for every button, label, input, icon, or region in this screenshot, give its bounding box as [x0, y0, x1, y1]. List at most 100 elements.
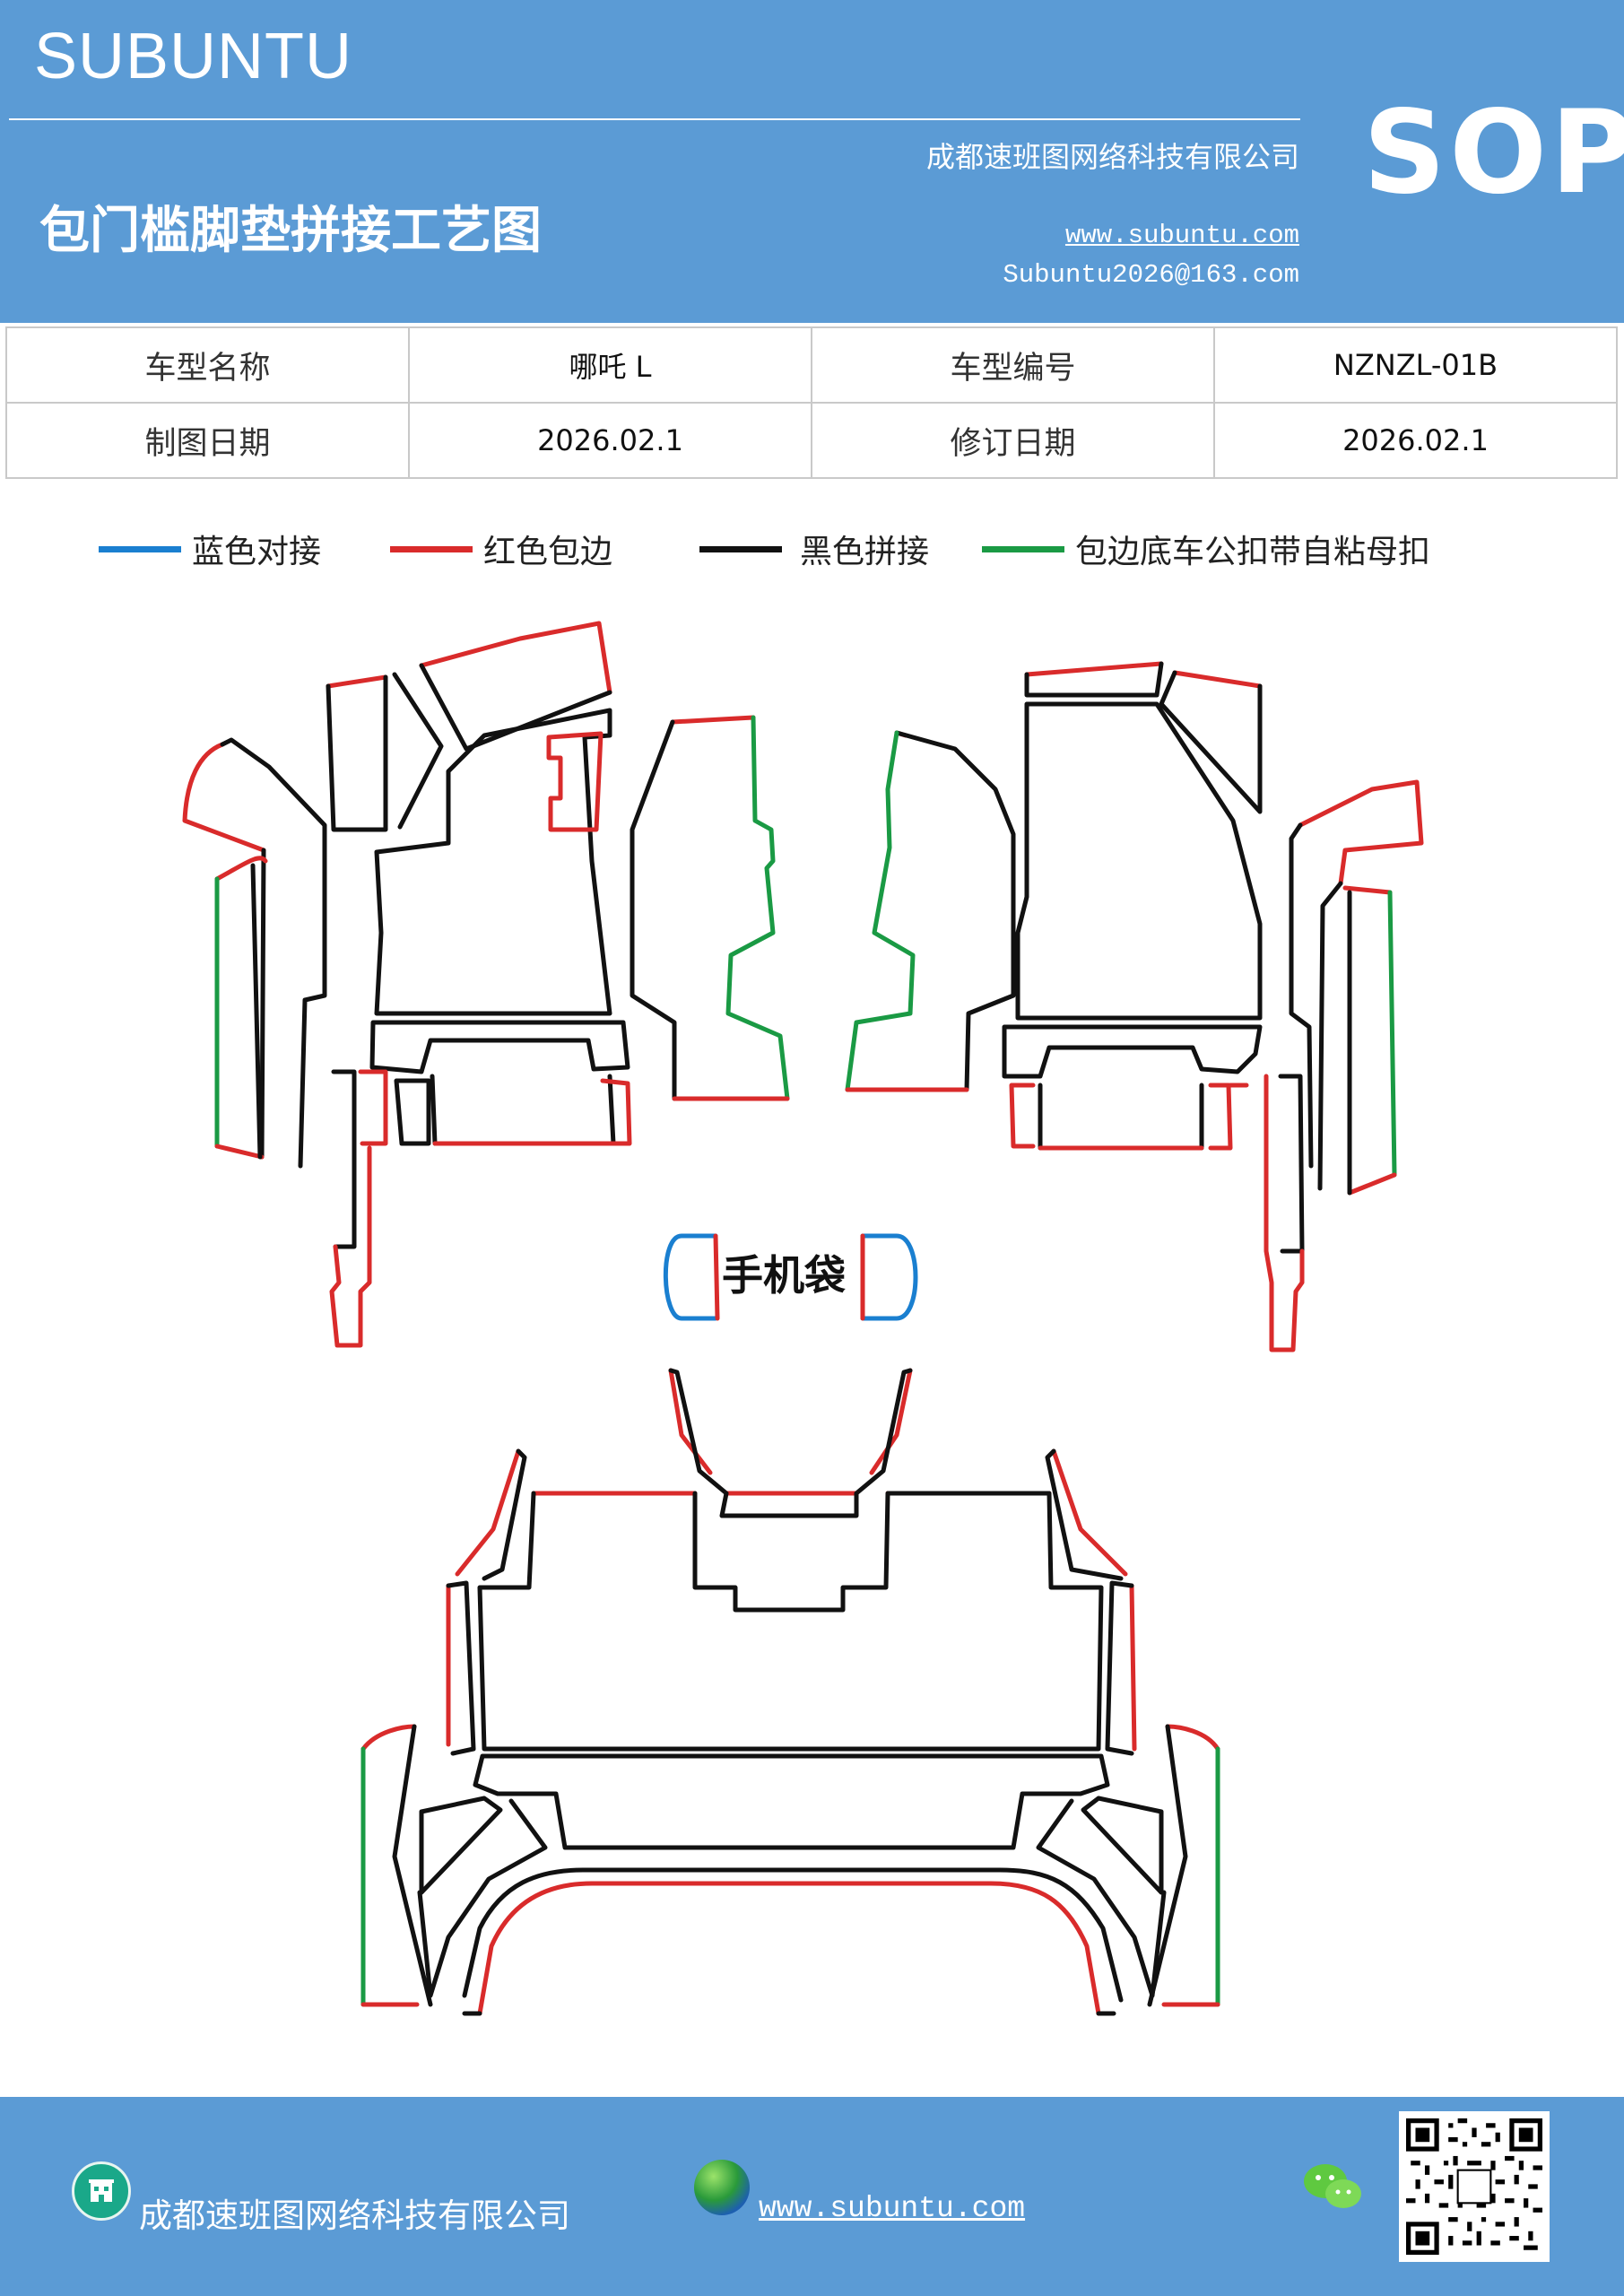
- footer-company-name: 成都速班图网络科技有限公司: [139, 2196, 570, 2235]
- rear-left-strip: [446, 1580, 476, 1756]
- wechat-icon[interactable]: [1302, 2160, 1365, 2213]
- mat-layout-svg: 手机袋: [182, 621, 1424, 2016]
- fl-foot-red: [329, 1145, 372, 1348]
- rear-wedge-left: [482, 1448, 527, 1581]
- fr-top-wide-red: [1172, 670, 1263, 689]
- fl-door-top-red: [670, 715, 756, 725]
- fl-lower-bar: [369, 1020, 630, 1074]
- fr-sill-red: [1298, 779, 1424, 886]
- phone-pocket-label: 手机袋: [722, 1251, 846, 1300]
- legend-item-black: 黑色拼接: [699, 524, 929, 574]
- model-code-label: 车型编号: [811, 326, 1215, 404]
- fr-strip-red-bottom: [1347, 1172, 1397, 1196]
- rear-left-sweep: [392, 1724, 433, 2007]
- fr-strip-red-top: [1342, 885, 1393, 895]
- legend-swatch-black: [699, 545, 782, 552]
- rear-left-sweep-red: [360, 1724, 417, 1752]
- fr-sill-inner: [1317, 881, 1343, 1191]
- model-name-value: 哪吒 L: [408, 326, 812, 404]
- revision-date-label: 修订日期: [811, 402, 1215, 479]
- fl-top-small: [326, 674, 388, 832]
- building-icon: [72, 2161, 131, 2221]
- rear-left-inner-arch: [462, 1867, 1124, 2003]
- fl-strip-red-bottom: [214, 1144, 265, 1160]
- fr-base-piece: [1038, 1083, 1204, 1151]
- fl-door-right-green: [725, 715, 790, 1101]
- fl-strip-red: [214, 856, 268, 882]
- legend-swatch-red: [390, 545, 473, 552]
- rear-right-sweep-red: [1165, 1724, 1220, 1752]
- legend-label: 包边底车公扣带自粘母扣: [1075, 534, 1431, 570]
- fl-handle-red: [546, 731, 604, 832]
- rear-right-strip: [1105, 1580, 1134, 1756]
- model-code-value: NZNZL-01B: [1213, 326, 1618, 404]
- legend-item-blue: 蓝色对接: [99, 524, 321, 574]
- fl-top-wide: [419, 663, 612, 752]
- fl-base-piece: [430, 1074, 616, 1146]
- fr-door-right: [894, 730, 1016, 1092]
- fl-sill-red-edge: [182, 742, 266, 853]
- rear-left-curve2: [417, 1798, 548, 1998]
- rear-floor-outline: [477, 1491, 1104, 1752]
- sop-badge: SOP: [1363, 86, 1624, 220]
- globe-icon: [694, 2160, 750, 2215]
- rear-wedge-right-red: [1051, 1448, 1128, 1577]
- table-row: 制图日期 2026.02.1 修订日期 2026.02.1: [5, 402, 1618, 479]
- draw-date-label: 制图日期: [5, 402, 410, 479]
- rear-arch-red: [477, 1881, 1101, 2016]
- table-row: 车型名称 哪吒 L 车型编号 NZNZL-01B: [5, 326, 1618, 404]
- fr-top-small: [1024, 661, 1164, 698]
- fr-right-vert: [1278, 1074, 1305, 1254]
- color-legend: 蓝色对接 红色包边 黑色拼接 包边底车公扣带自粘母扣: [0, 524, 1624, 578]
- fl-sill-outline: [220, 737, 327, 1169]
- page-title: 包门槛脚垫拼接工艺图: [39, 202, 542, 260]
- header-divider: [9, 118, 1300, 120]
- phone-pocket-group: 手机袋: [663, 1233, 918, 1321]
- fl-strip-inner: [250, 863, 263, 1160]
- fr-top-small-red: [1024, 661, 1164, 677]
- fr-main-mat: [1015, 701, 1263, 1021]
- fr-strip-green: [1387, 890, 1397, 1178]
- legend-swatch-blue: [99, 545, 181, 552]
- fl-door-left: [630, 719, 677, 1101]
- rear-cross-bar: [473, 1753, 1110, 1850]
- rear-tongue-left: [668, 1368, 729, 1496]
- model-name-label: 车型名称: [5, 326, 410, 404]
- fl-main-mat: [374, 708, 612, 1016]
- fr-foot-red: [1264, 1074, 1305, 1352]
- fl-left-vert-strip: [331, 1069, 357, 1249]
- fl-small-left-box: [394, 1078, 431, 1146]
- front-right-door-panel-group: [845, 730, 1016, 1092]
- rear-right-curve: [1081, 1796, 1164, 1895]
- legend-item-red: 红色包边: [390, 524, 612, 574]
- footer-website-link[interactable]: www.subuntu.com: [759, 2192, 1026, 2225]
- revision-date-value: 2026.02.1: [1213, 402, 1618, 479]
- website-link[interactable]: www.subuntu.com: [1064, 221, 1299, 250]
- fr-top-wide: [1159, 670, 1263, 814]
- fr-door-left-green: [845, 730, 916, 1092]
- fl-top-small-red: [326, 674, 388, 689]
- qr-code-icon[interactable]: [1399, 2111, 1550, 2262]
- vehicle-info-table: 车型名称 哪吒 L 车型编号 NZNZL-01B 制图日期 2026.02.1 …: [5, 326, 1618, 479]
- fl-top-triangle: [392, 672, 444, 830]
- page-footer: 成都速班图网络科技有限公司 www.subuntu.com: [0, 2097, 1624, 2296]
- rear-left-curve: [419, 1796, 503, 1895]
- rear-tongue-left-red: [668, 1368, 713, 1475]
- fl-sill-inner: [259, 848, 266, 1160]
- phone-pocket-left-blue: [663, 1233, 718, 1321]
- phone-pocket-right-blue: [860, 1233, 918, 1321]
- phone-pocket-left-red: [713, 1233, 720, 1321]
- draw-date-value: 2026.02.1: [408, 402, 812, 479]
- brand-logo: SUBUNTU: [34, 21, 353, 92]
- legend-label: 蓝色对接: [192, 534, 322, 570]
- fl-top-wide-red: [419, 621, 612, 695]
- legend-swatch-green: [982, 545, 1064, 552]
- rear-right-curve2: [1036, 1798, 1167, 1998]
- company-name: 成都速班图网络科技有限公司: [925, 140, 1299, 174]
- fl-door-panel-group: [630, 715, 790, 1101]
- rear-tongue-right: [854, 1368, 913, 1496]
- rear-wedge-right: [1045, 1448, 1124, 1581]
- splicing-diagram: 手机袋: [0, 592, 1624, 2081]
- fr-small-left-red: [1009, 1083, 1036, 1149]
- fl-left-vert-red: [358, 1069, 388, 1146]
